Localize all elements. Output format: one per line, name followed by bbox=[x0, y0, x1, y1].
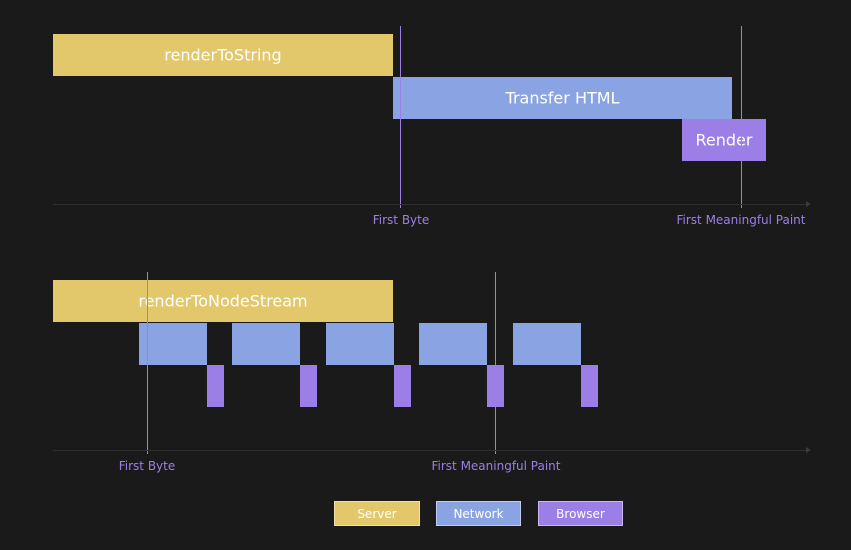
legend-browser-label: Browser bbox=[556, 506, 605, 521]
bottom-network-chunk bbox=[326, 323, 394, 365]
bottom-browser-chunk bbox=[300, 365, 317, 407]
top-axis-arrow-icon bbox=[806, 201, 811, 207]
bottom-network-chunk bbox=[513, 323, 581, 365]
bottom-browser-chunk bbox=[581, 365, 598, 407]
top-first-byte-line bbox=[400, 26, 401, 208]
bottom-network-chunk bbox=[232, 323, 300, 365]
bottom-browser-chunk bbox=[207, 365, 224, 407]
top-server-block: renderToString bbox=[53, 34, 393, 76]
legend-network: Network bbox=[436, 501, 521, 526]
bottom-axis-arrow-icon bbox=[806, 447, 811, 453]
legend-server-label: Server bbox=[357, 506, 397, 521]
top-server-label: renderToString bbox=[164, 45, 282, 65]
bottom-network-chunk bbox=[139, 323, 207, 365]
top-first-paint-line bbox=[741, 26, 742, 208]
bottom-first-paint-label: First Meaningful Paint bbox=[431, 459, 561, 473]
top-network-label: Transfer HTML bbox=[505, 88, 620, 108]
top-network-block: Transfer HTML bbox=[393, 77, 732, 119]
top-first-paint-label: First Meaningful Paint bbox=[676, 213, 806, 227]
legend-network-label: Network bbox=[453, 506, 504, 521]
bottom-server-label: renderToNodeStream bbox=[138, 291, 308, 311]
bottom-browser-chunk bbox=[394, 365, 411, 407]
legend-browser: Browser bbox=[538, 501, 623, 526]
legend-server: Server bbox=[334, 501, 420, 526]
bottom-first-byte-label: First Byte bbox=[118, 459, 176, 473]
bottom-network-chunk bbox=[419, 323, 487, 365]
top-browser-block: Render bbox=[682, 119, 766, 161]
bottom-server-block: renderToNodeStream bbox=[53, 280, 393, 322]
top-browser-label: Render bbox=[695, 130, 753, 150]
bottom-time-axis bbox=[53, 450, 808, 451]
bottom-first-paint-line bbox=[495, 272, 496, 454]
top-time-axis bbox=[53, 204, 808, 205]
top-first-byte-label: First Byte bbox=[372, 213, 430, 227]
bottom-first-byte-line bbox=[147, 272, 148, 454]
